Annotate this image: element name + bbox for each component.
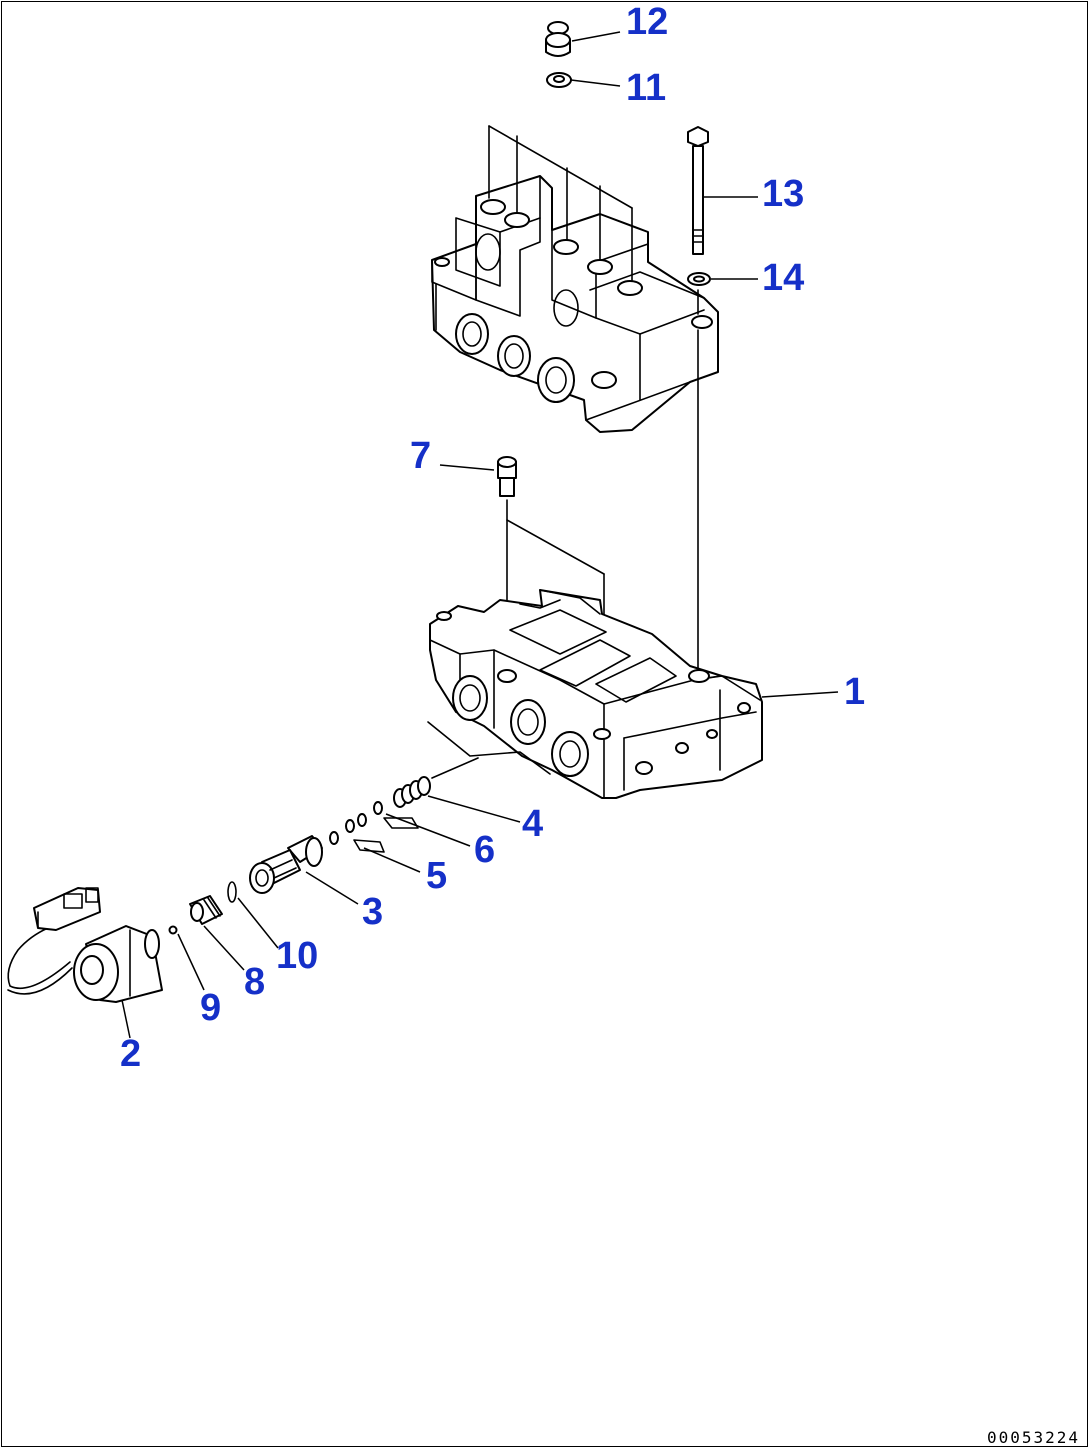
part-10-o-ring <box>227 881 237 903</box>
callout-13: 13 <box>762 173 804 215</box>
part-11-washer <box>546 72 572 88</box>
callout-14: 14 <box>762 257 804 299</box>
callout-11: 11 <box>626 67 666 109</box>
callout-7: 7 <box>410 435 431 477</box>
callout-3: 3 <box>362 891 383 933</box>
part-4-spring <box>393 757 479 808</box>
callout-5: 5 <box>426 855 447 897</box>
callout-10: 10 <box>276 935 318 977</box>
part-14-washer <box>687 272 711 286</box>
part-5-shim <box>329 813 385 853</box>
leader-lines <box>121 31 839 1039</box>
callout-9: 9 <box>200 987 221 1029</box>
callout-1: 1 <box>844 671 865 713</box>
part-6-spacer <box>373 801 419 829</box>
drawing-number: 00053224 <box>987 1428 1080 1447</box>
callout-8: 8 <box>244 961 265 1003</box>
part-3-spool <box>249 835 323 894</box>
upper-valve-cover <box>431 175 719 433</box>
callout-2: 2 <box>120 1033 141 1075</box>
callout-labels: 12 11 13 14 7 1 4 6 5 3 10 8 9 2 <box>120 1 865 1075</box>
assembly-guide-lines-upper <box>488 125 699 671</box>
callout-12: 12 <box>626 1 668 43</box>
part-9-ball <box>168 925 178 935</box>
part-2-solenoid-coil <box>7 887 163 1003</box>
part-12-cap-nut <box>545 21 571 57</box>
callout-4: 4 <box>522 803 543 845</box>
part-8-nut <box>189 895 223 925</box>
part-13-bolt <box>687 126 709 255</box>
part-1-valve-body <box>427 589 763 799</box>
callout-6: 6 <box>474 829 495 871</box>
